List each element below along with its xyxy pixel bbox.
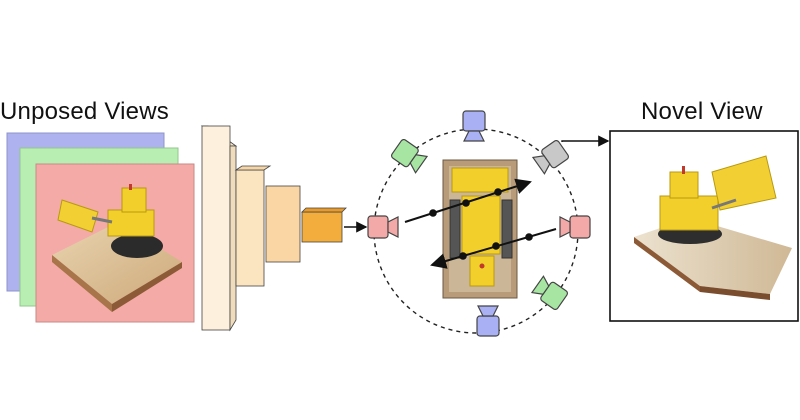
camera-icon: [531, 139, 570, 175]
input-bulldozer-image: [52, 184, 182, 312]
camera-icon: [390, 138, 429, 174]
camera-icon: [462, 110, 486, 142]
scene-bulldozer: [442, 159, 518, 299]
input-view-stack: [6, 132, 195, 323]
novel-view-label: Novel View: [641, 98, 763, 125]
encoder-block-2: [234, 165, 272, 287]
sampling-rays: [404, 178, 557, 269]
camera-icon: [367, 215, 399, 239]
encoder-network: [200, 125, 368, 332]
encoder-block-3: [265, 185, 301, 263]
camera-icon: [476, 305, 500, 337]
encoder-block-4: [301, 207, 347, 243]
novel-view-bulldozer-image: [634, 155, 792, 300]
camera-icon: [530, 275, 569, 311]
encoder-block-1: [200, 125, 238, 332]
render-arrow: [561, 135, 610, 147]
camera-icon: [559, 215, 591, 239]
input-views-label: Unposed Views: [0, 98, 169, 125]
